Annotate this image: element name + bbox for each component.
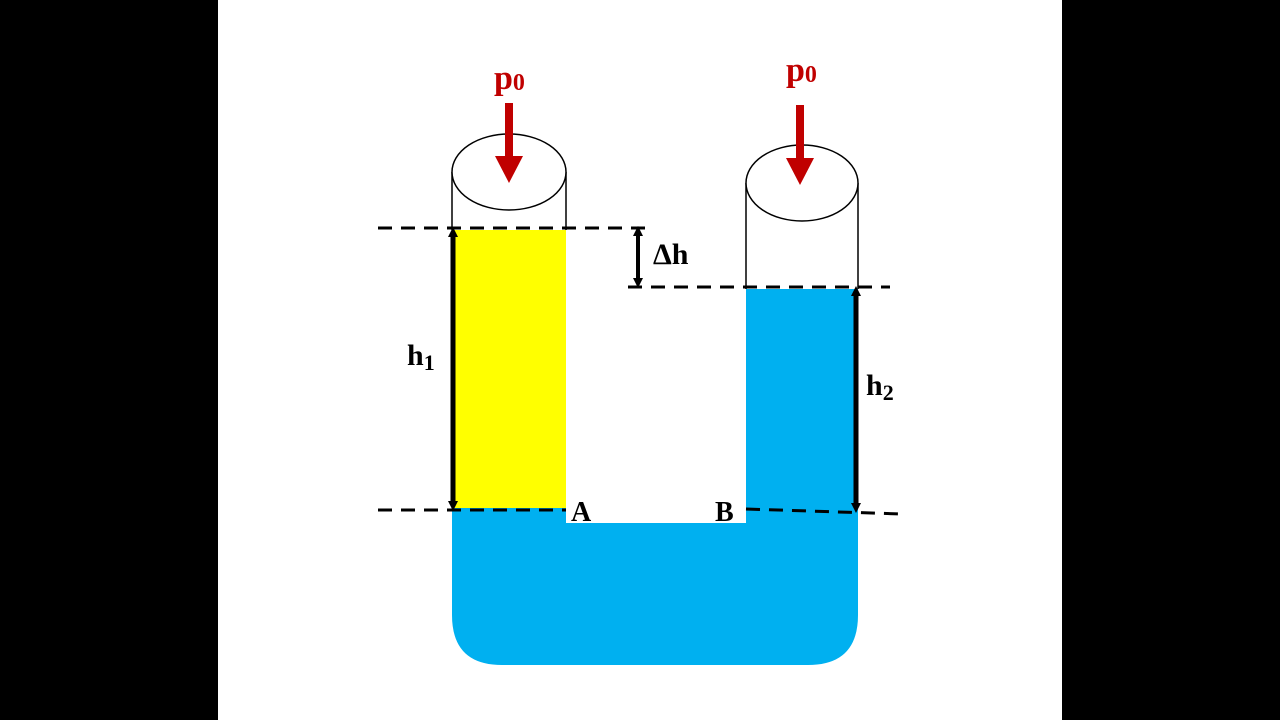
pressure-label-left: p0 (494, 60, 525, 97)
yellow-liquid (452, 230, 566, 508)
level-line-bottom-right (745, 507, 903, 516)
h1-label: h1 (407, 339, 435, 375)
blue-liquid (452, 289, 858, 665)
pressure-label-right: p0 (786, 52, 817, 89)
pressure-arrow-left (495, 103, 523, 183)
delta-h-label: Δh (653, 238, 689, 271)
dashed-lines (378, 226, 903, 516)
pressure-arrow-right (786, 105, 814, 185)
h2-label: h2 (866, 369, 894, 405)
point-a-label: A (571, 497, 592, 528)
point-b-label: B (715, 497, 734, 528)
